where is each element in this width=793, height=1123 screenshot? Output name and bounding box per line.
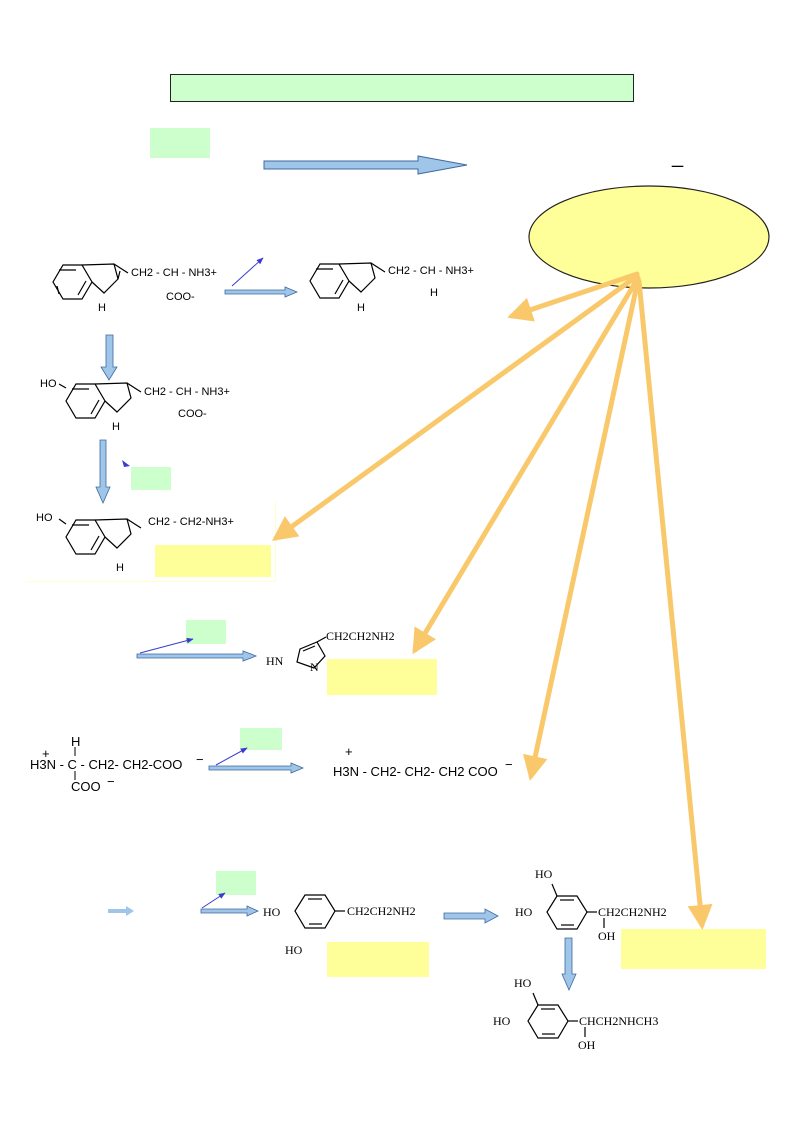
green-box-dopamine bbox=[216, 871, 256, 895]
serotonin-structure bbox=[58, 518, 142, 555]
histamine-n: N bbox=[310, 660, 319, 674]
histamine-chain: CH2CH2NH2 bbox=[326, 629, 395, 643]
yellow-box-dopamine bbox=[327, 942, 429, 977]
glutamate-formula: H3N - C - CH2- CH2-COO bbox=[30, 757, 183, 772]
glutamate-carboxyl: COO bbox=[71, 779, 101, 794]
blue-arrow-top bbox=[263, 155, 468, 175]
glutamate-minus: − bbox=[196, 752, 204, 767]
dopamine-ho-bottom: HO bbox=[285, 943, 303, 957]
serotonin-nh: H bbox=[116, 562, 124, 574]
trp-carboxyl: COO- bbox=[166, 291, 195, 303]
green-box-gaba bbox=[240, 728, 282, 750]
orange-arrow-gaba bbox=[522, 277, 641, 781]
epi-ho-left: HO bbox=[493, 1014, 511, 1028]
ne-ho-left: HO bbox=[515, 905, 533, 919]
glutamate-carboxyl-minus: − bbox=[107, 774, 115, 789]
tryptamine-chain: CH2 - CH - NH3+ bbox=[388, 265, 474, 277]
yellow-box-norepinephrine bbox=[621, 929, 766, 969]
thin-arrow-histamine bbox=[139, 637, 194, 654]
epi-ho-top: HO bbox=[514, 976, 532, 990]
yellow-box-histamine bbox=[327, 659, 437, 695]
dopamine-ho-top: HO bbox=[263, 905, 281, 919]
trp-nh: H bbox=[98, 302, 106, 314]
tryptamine-nh: H bbox=[357, 302, 365, 314]
ne-oh: OH bbox=[598, 929, 616, 943]
thin-arrow-dopamine bbox=[201, 892, 226, 909]
serotonin-ho: HO bbox=[36, 512, 53, 524]
orange-arrow-serotonin bbox=[271, 273, 640, 541]
blue-arrow-gaba bbox=[208, 762, 305, 774]
yellow-box-serotonin bbox=[155, 545, 271, 577]
blue-arrow-histamine bbox=[136, 650, 258, 662]
serotonin-frame-line bbox=[26, 581, 276, 582]
epi-chain: CHCH2NHCH3 bbox=[579, 1014, 659, 1028]
norepinephrine-structure bbox=[546, 883, 605, 930]
green-box-serotonin bbox=[131, 467, 171, 490]
blue-arrow-trp-tryptamine bbox=[224, 286, 299, 298]
green-box-top bbox=[150, 128, 210, 158]
htp-chain: CH2 - CH - NH3+ bbox=[144, 386, 230, 398]
epinephrine-structure bbox=[527, 992, 586, 1039]
glutamate-h: H bbox=[71, 734, 81, 749]
thin-arrow-trp bbox=[231, 257, 264, 287]
serotonin-chain: CH2 - CH2-NH3+ bbox=[148, 516, 234, 528]
dopamine-chain: CH2CH2NH2 bbox=[347, 904, 416, 918]
title-box bbox=[170, 74, 634, 102]
blue-arrow-ne-epi bbox=[561, 937, 577, 991]
htp-carboxyl: COO- bbox=[178, 408, 207, 420]
dopamine-structure bbox=[294, 894, 345, 929]
enzyme-ellipse bbox=[528, 185, 770, 289]
tryptophan-structure bbox=[52, 263, 129, 300]
htp-ho: HO bbox=[40, 378, 57, 390]
histamine-hn: HN bbox=[266, 654, 284, 668]
histamine-structure bbox=[296, 636, 327, 669]
trp-chain: CH2 - CH - NH3+ bbox=[131, 267, 217, 279]
tryptamine-structure bbox=[309, 262, 386, 299]
serotonin-frame-vline bbox=[275, 500, 276, 582]
glutamate-plus: + bbox=[42, 746, 50, 761]
thin-arrow-gaba bbox=[215, 747, 248, 766]
gaba-minus: − bbox=[505, 757, 513, 772]
small-blue-triangle bbox=[122, 460, 130, 467]
gaba-plus: + bbox=[345, 744, 353, 759]
orange-arrow-norepinephrine bbox=[636, 278, 713, 930]
blue-arrow-dopa-ne bbox=[443, 908, 499, 924]
gaba-formula: H3N - CH2- CH2- CH2 COO bbox=[333, 764, 498, 779]
blue-arrow-down-1 bbox=[100, 334, 118, 381]
orange-arrow-tryptamine bbox=[507, 271, 640, 322]
epi-oh: OH bbox=[578, 1038, 596, 1052]
dash-mark: _ bbox=[672, 146, 684, 168]
ne-chain: CH2CH2NH2 bbox=[598, 905, 667, 919]
hydroxytryptophan-structure bbox=[58, 382, 142, 419]
htp-nh: H bbox=[112, 421, 120, 433]
orange-arrow-histamine bbox=[412, 275, 641, 655]
orange-arrows bbox=[271, 271, 713, 930]
tryptamine-h: H bbox=[430, 287, 438, 299]
ne-ho-top: HO bbox=[535, 867, 553, 881]
blue-arrow-down-2 bbox=[95, 439, 111, 504]
blue-arrow-dopamine bbox=[200, 905, 259, 917]
small-blue-arrow-left bbox=[108, 906, 134, 916]
